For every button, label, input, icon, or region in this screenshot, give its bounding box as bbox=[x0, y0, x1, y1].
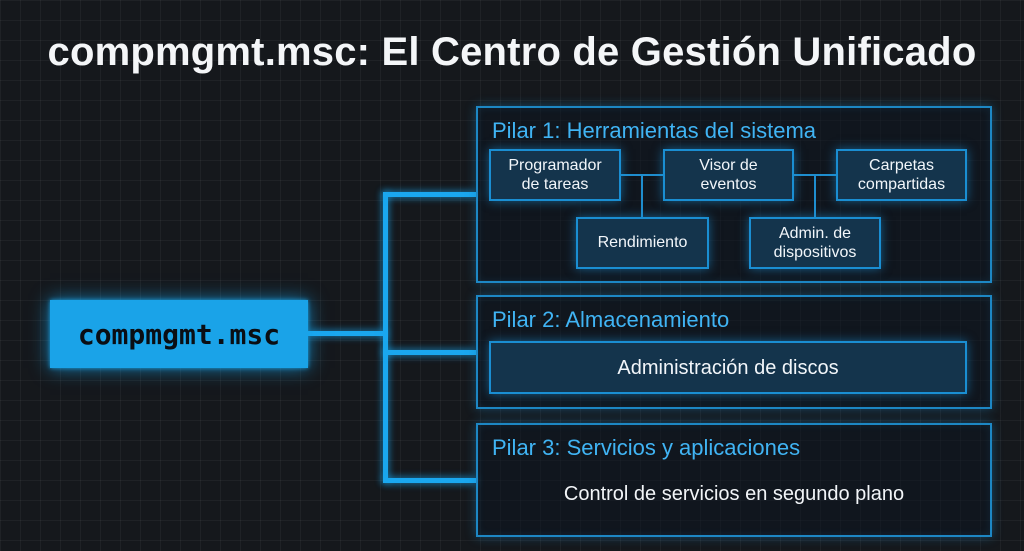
node-carpetas-compartidas: Carpetas compartidas bbox=[836, 149, 967, 201]
branch-pillar-1 bbox=[383, 192, 476, 197]
branch-pillar-2 bbox=[383, 350, 476, 355]
root-connector bbox=[308, 331, 386, 336]
tree-trunk bbox=[383, 192, 388, 482]
connector-line bbox=[814, 174, 816, 217]
node-admin-dispositivos: Admin. de dispositivos bbox=[749, 217, 881, 269]
page-title: compmgmt.msc: El Centro de Gestión Unifi… bbox=[47, 30, 977, 74]
node-visor-eventos: Visor de eventos bbox=[663, 149, 794, 201]
root-node: compmgmt.msc bbox=[50, 300, 308, 368]
branch-pillar-3 bbox=[383, 478, 476, 483]
pillar-3-description: Control de servicios en segundo plano bbox=[563, 483, 905, 505]
node-programador-tareas: Programador de tareas bbox=[489, 149, 621, 201]
connector-line bbox=[641, 174, 643, 217]
pillar-1-title: Pilar 1: Herramientas del sistema bbox=[492, 118, 817, 143]
node-administracion-discos: Administración de discos bbox=[489, 341, 967, 394]
pillar-3-box: Pilar 3: Servicios y aplicaciones Contro… bbox=[476, 423, 992, 537]
node-rendimiento: Rendimiento bbox=[576, 217, 709, 269]
pillar-2-title: Pilar 2: Almacenamiento bbox=[492, 307, 730, 332]
pillar-3-title: Pilar 3: Servicios y aplicaciones bbox=[492, 435, 801, 460]
